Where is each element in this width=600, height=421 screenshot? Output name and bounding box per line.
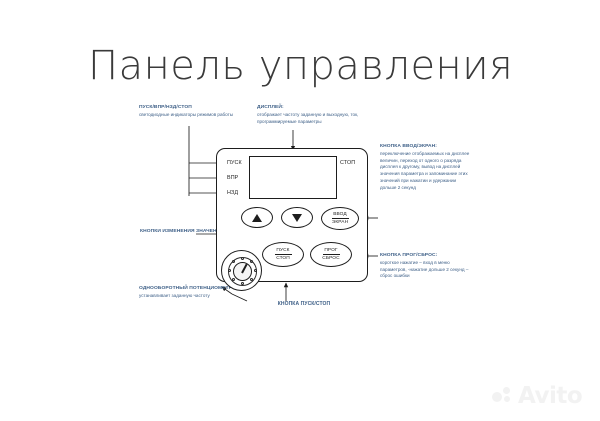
watermark-text: Avito	[518, 383, 583, 409]
callout-potentiometer-body: устанавливает заданную частоту	[139, 292, 210, 298]
watermark-dot-icon	[504, 396, 510, 402]
indicator-label-nzd: НЗД	[227, 190, 239, 196]
callout-start-stop-heading: КНОПКА ПУСК/СТОП	[277, 301, 331, 307]
up-button[interactable]	[241, 207, 273, 228]
callout-prog-reset-body: короткое нажатие – вход в меню параметро…	[380, 259, 469, 279]
watermark-dot-icon	[503, 387, 510, 394]
callout-display: ДИСПЛЕЙ: отображает частоту заданную и в…	[257, 104, 367, 125]
enter-screen-button-line2: ЭКРАН	[331, 219, 349, 225]
callout-potentiometer: ОДНООБОРОТНЫЙ ПОТЕНЦИОМЕТР: устанавливае…	[139, 285, 235, 300]
arrow-down-icon	[292, 213, 302, 222]
prog-reset-button-line1: ПРОГ	[324, 247, 338, 253]
knob-tick-icon	[228, 269, 232, 273]
display-screen	[249, 156, 337, 199]
avito-watermark: Avito	[492, 383, 588, 409]
callout-start-modes-heading: ПУСК/ВПР/НЗД/СТОП	[139, 105, 192, 110]
callout-start-modes: ПУСК/ВПР/НЗД/СТОП светодиодные индикатор…	[139, 104, 247, 119]
arrow-up-icon	[252, 213, 262, 222]
knob-tick-icon	[250, 260, 254, 264]
potentiometer-knob[interactable]	[221, 250, 262, 291]
divider	[274, 254, 292, 255]
callout-prog-reset-heading: КНОПКА ПРОГ/СБРОС:	[380, 253, 438, 258]
down-button[interactable]	[281, 207, 313, 228]
knob-tick-icon	[250, 278, 254, 282]
start-stop-button-line2: СТОП	[276, 255, 290, 261]
divider	[331, 218, 349, 219]
callout-enter-screen-heading: КНОПКА ВВОД/ЭКРАН:	[380, 144, 438, 149]
enter-screen-button[interactable]: ВВОД ЭКРАН	[321, 207, 359, 230]
callout-prog-reset: КНОПКА ПРОГ/СБРОС: короткое нажатие – вх…	[380, 252, 472, 280]
callout-value-buttons: КНОПКИ ИЗМЕНЕНИЯ ЗНАЧЕНИЙ	[140, 228, 240, 236]
knob-tick-icon	[232, 260, 236, 264]
indicator-label-stop: СТОП	[340, 160, 356, 166]
callout-start-modes-body: светодиодные индикаторы режимов работы	[139, 111, 234, 117]
callout-start-stop: КНОПКА ПУСК/СТОП	[250, 301, 358, 309]
knob-tick-icon	[254, 269, 258, 273]
start-stop-button[interactable]: ПУСК СТОП	[262, 242, 304, 267]
callout-display-heading: ДИСПЛЕЙ:	[257, 105, 284, 110]
callout-enter-screen: КНОПКА ВВОД/ЭКРАН: переключение отобража…	[380, 143, 472, 192]
start-stop-button-line1: ПУСК	[276, 247, 290, 253]
knob-tick-icon	[232, 278, 236, 282]
prog-reset-button[interactable]: ПРОГ СБРОС	[310, 242, 352, 267]
callout-value-buttons-heading: КНОПКИ ИЗМЕНЕНИЯ ЗНАЧЕНИЙ	[140, 229, 224, 234]
divider	[322, 254, 340, 255]
page-title: Панель управления	[88, 43, 514, 89]
knob-tick-icon	[241, 281, 245, 285]
knob-dial-ring	[227, 256, 258, 286]
enter-screen-button-line1: ВВОД	[333, 211, 347, 217]
indicator-label-vpr: ВПР	[227, 175, 239, 181]
knob-tick-icon	[241, 257, 245, 261]
callout-enter-screen-body: переключение отображаемых на дисплее вел…	[380, 150, 470, 190]
watermark-dot-icon	[492, 392, 502, 402]
callout-potentiometer-heading: ОДНООБОРОТНЫЙ ПОТЕНЦИОМЕТР:	[139, 286, 234, 291]
callout-display-body: отображает частоту заданную и выходную, …	[257, 111, 359, 124]
indicator-label-pusk: ПУСК	[227, 160, 242, 166]
prog-reset-button-line2: СБРОС	[322, 255, 340, 261]
